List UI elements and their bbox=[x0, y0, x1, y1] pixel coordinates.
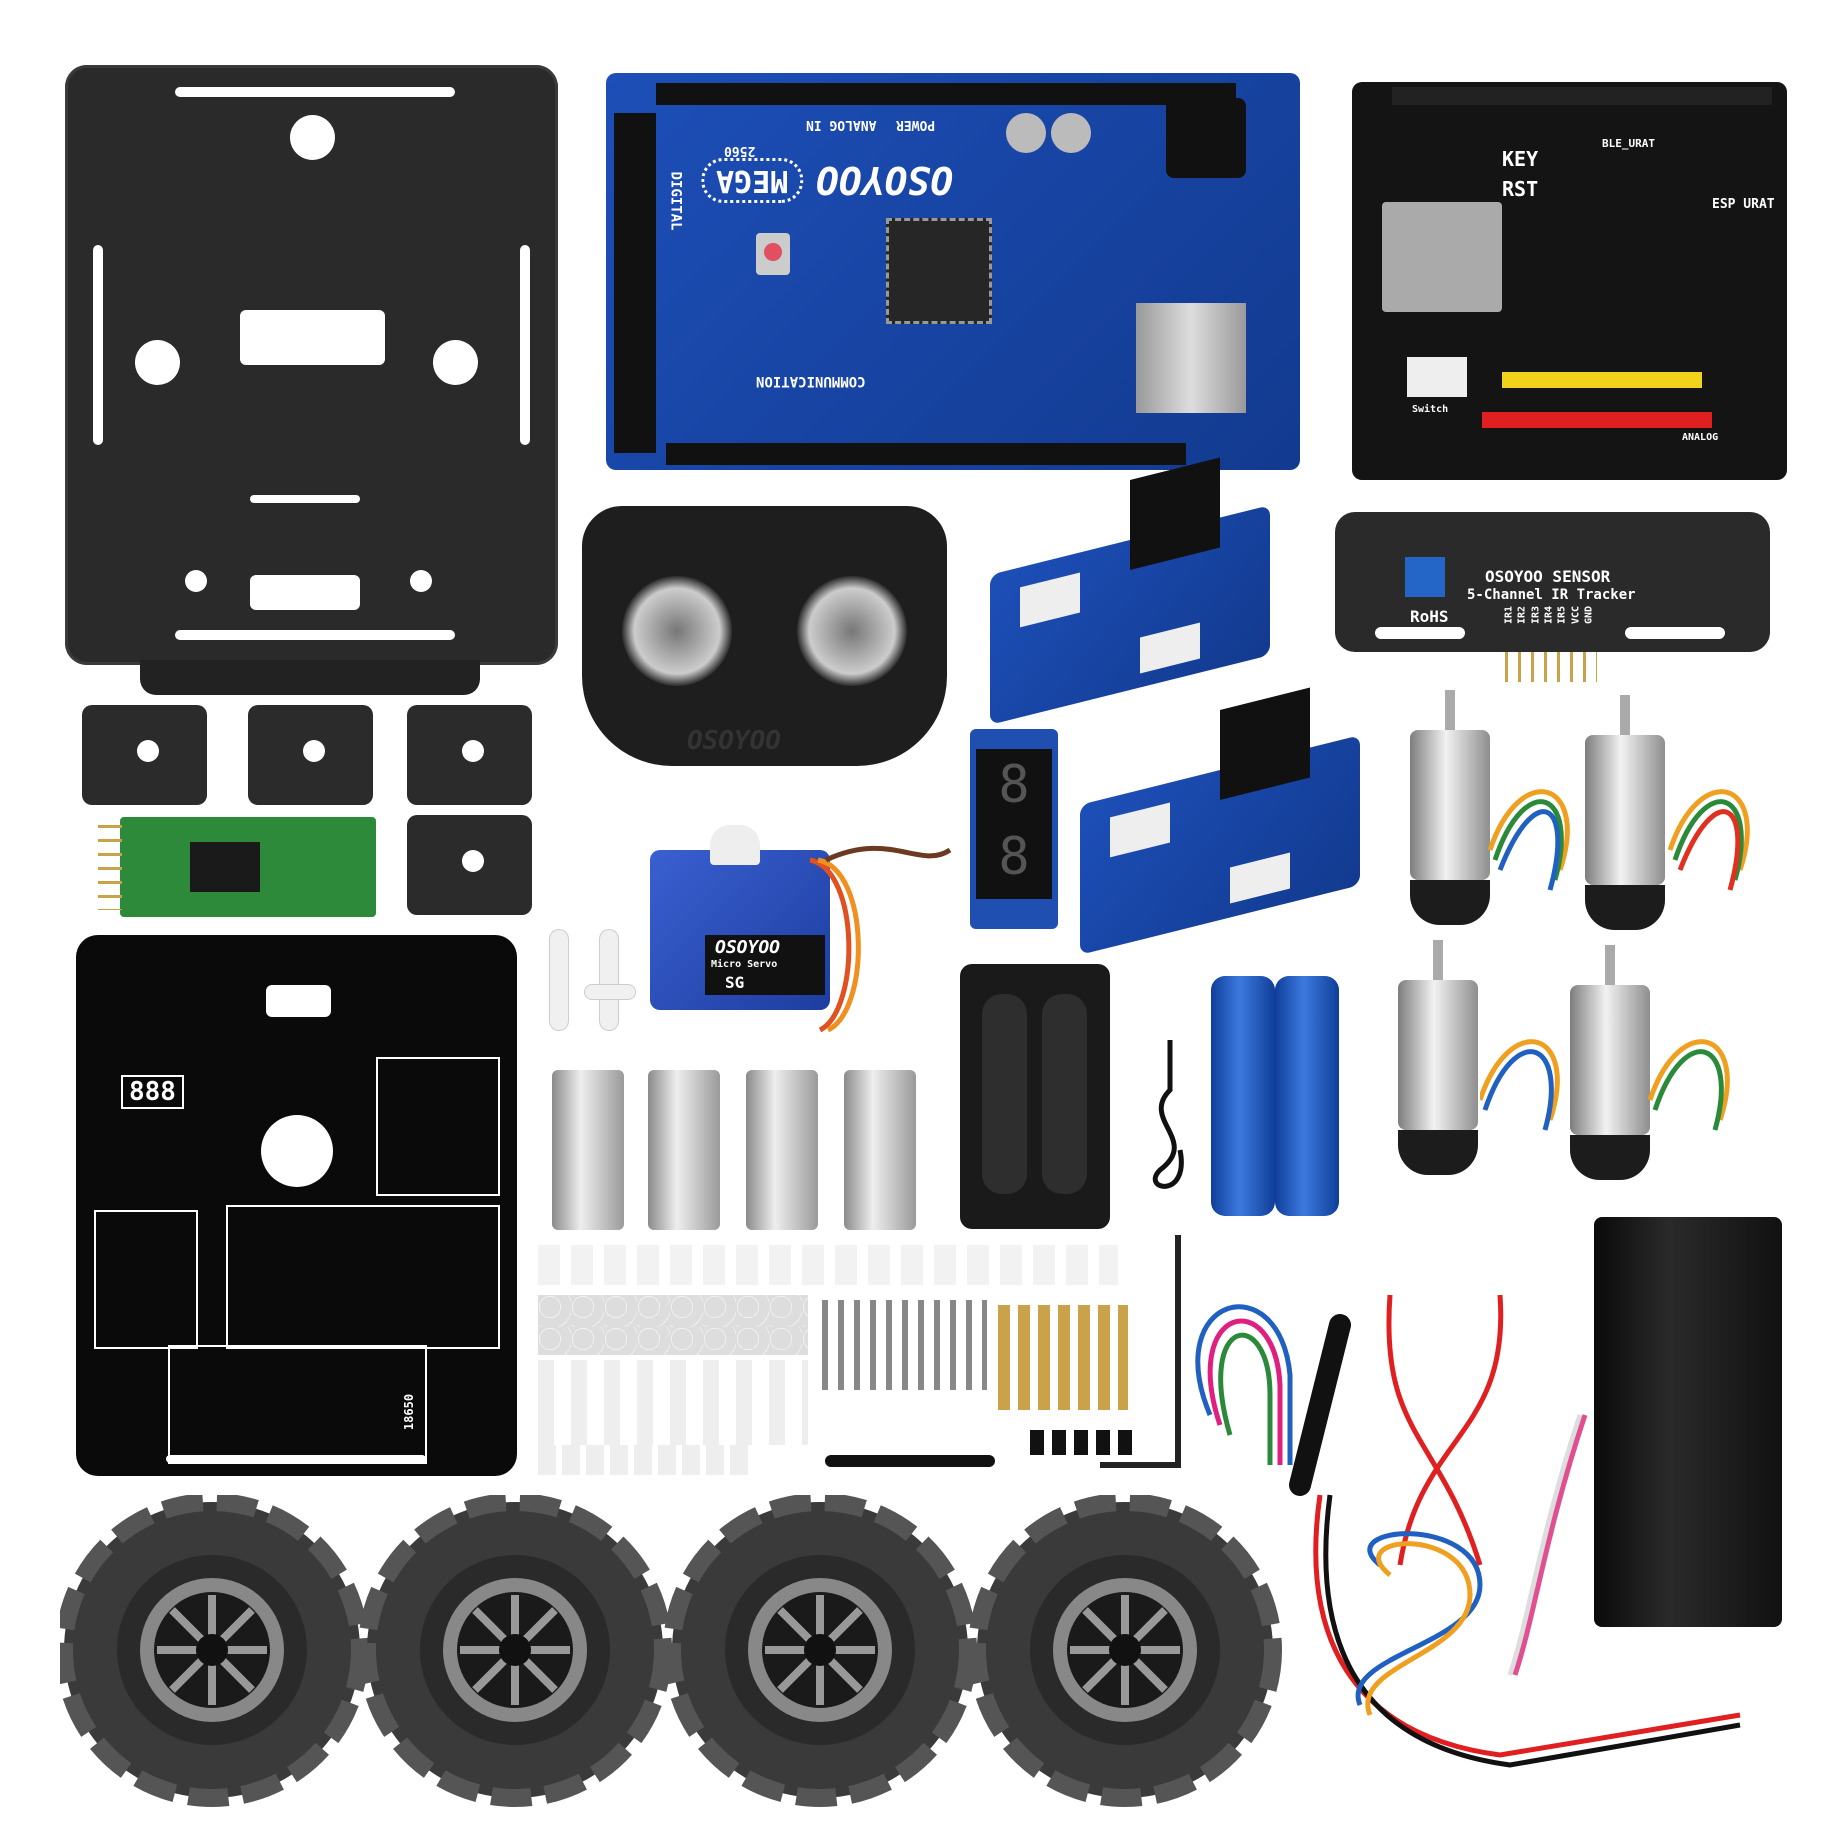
tracker-pin-label: IR3 bbox=[1530, 605, 1542, 625]
tracker-title: OSOYOO SENSOR bbox=[1485, 567, 1611, 586]
tracker-pins bbox=[1505, 652, 1597, 682]
18650-battery bbox=[1211, 976, 1275, 1216]
allen-key bbox=[1100, 1235, 1181, 1468]
motor-bracket bbox=[407, 705, 532, 805]
ultrasonic-brand-label: OSOYOO bbox=[687, 726, 781, 756]
tracker-pin-label: GND bbox=[1583, 605, 1595, 625]
gear-motor bbox=[1585, 695, 1665, 945]
motor-wires bbox=[1480, 789, 1750, 1131]
mecanum-wheels bbox=[60, 1495, 1290, 1815]
tracker-subtitle: 5-Channel IR Tracker bbox=[1467, 587, 1636, 603]
gear-motor bbox=[1410, 690, 1490, 940]
tracker-pin-label: IR5 bbox=[1556, 605, 1568, 625]
18650-battery bbox=[1275, 976, 1339, 1216]
bluetooth-pins bbox=[98, 825, 122, 910]
tracker-pin-label: IR2 bbox=[1516, 605, 1528, 625]
mega-analog-label: ANALOG IN bbox=[806, 117, 877, 132]
servo-model-label: SG bbox=[725, 973, 745, 992]
mega-brand-label: OSOYOO bbox=[816, 158, 954, 202]
nylon-standoffs bbox=[538, 1245, 1118, 1285]
hex-coupler bbox=[844, 1070, 916, 1230]
shield-analog-label: ANALOG bbox=[1682, 432, 1719, 443]
tracker-pin-labels: IR1 IR2 IR3 IR4 IR5 VCC GND bbox=[1503, 598, 1595, 632]
shield-switch-label: Switch bbox=[1412, 404, 1449, 415]
mega-board: OSOYOO MEGA 2560 DIGITAL COMMUNICATION A… bbox=[606, 73, 1300, 470]
tracker-pin-label: VCC bbox=[1570, 605, 1582, 625]
plate-display-label: 888 bbox=[121, 1075, 184, 1109]
bottom-chassis-plate: 888 18650 bbox=[76, 935, 517, 1476]
set-screws bbox=[1030, 1430, 1140, 1455]
esp-shield-board: KEY RST BLE_URAT ESP URAT Switch ANALOG bbox=[1352, 82, 1787, 480]
reset-button bbox=[756, 233, 790, 275]
tracker-pin-label: IR4 bbox=[1543, 605, 1555, 625]
plate-base bbox=[140, 660, 480, 695]
ir-tracker-board: OSOYOO SENSOR 5-Channel IR Tracker RoHS … bbox=[1335, 512, 1770, 652]
motor-driver-board bbox=[990, 457, 1270, 725]
micro-servo: OSOYOO Micro Servo SG bbox=[650, 825, 830, 1010]
screws bbox=[822, 1300, 987, 1390]
plate-battery-label: 18650 bbox=[402, 1393, 417, 1431]
motor-bracket bbox=[407, 815, 532, 915]
mega-digital-label: DIGITAL bbox=[667, 171, 684, 231]
dc-jack bbox=[1166, 98, 1246, 178]
motor-driver-board bbox=[1080, 687, 1360, 955]
brass-standoffs bbox=[998, 1305, 1128, 1410]
servo-label: Micro Servo bbox=[711, 959, 778, 970]
bluetooth-module bbox=[120, 817, 376, 917]
mega-power-label: POWER bbox=[896, 117, 936, 132]
servo-brand-label: OSOYOO bbox=[715, 937, 781, 958]
usb-cable bbox=[1152, 1040, 1184, 1189]
gear-motor bbox=[1570, 945, 1650, 1195]
shield-ble-label: BLE_URAT bbox=[1602, 137, 1655, 150]
tracker-rohs: RoHS bbox=[1410, 607, 1449, 626]
mega-chip-label: 2560 bbox=[724, 143, 756, 158]
washers bbox=[538, 1445, 748, 1475]
motor-bracket bbox=[82, 705, 207, 805]
nuts bbox=[538, 1295, 808, 1355]
battery-box bbox=[1594, 1217, 1782, 1627]
shield-esp-label: ESP URAT bbox=[1712, 197, 1775, 212]
gear-motor bbox=[1398, 940, 1478, 1190]
esp-module bbox=[1382, 202, 1502, 312]
hex-coupler bbox=[648, 1070, 720, 1230]
screwdriver bbox=[825, 1455, 995, 1467]
mecanum-wheel bbox=[977, 1502, 1273, 1798]
servo-horns bbox=[545, 930, 645, 1040]
shield-rst-label: RST bbox=[1502, 177, 1539, 201]
mega-model-label: MEGA bbox=[701, 158, 804, 203]
nylon-screws bbox=[538, 1360, 808, 1445]
motor-bracket bbox=[248, 705, 373, 805]
ultrasonic-sensor-holder: OSOYOO bbox=[582, 506, 947, 766]
hex-coupler bbox=[746, 1070, 818, 1230]
battery-charger bbox=[960, 964, 1110, 1229]
shield-key-label: KEY bbox=[1502, 147, 1539, 171]
servo-wire bbox=[809, 845, 952, 1033]
mega-comm-label: COMMUNICATION bbox=[756, 373, 866, 389]
tracker-pin-label: IR1 bbox=[1503, 605, 1515, 625]
usb-port bbox=[1136, 303, 1246, 413]
mecanum-wheel bbox=[672, 1502, 968, 1798]
top-chassis-plate bbox=[65, 65, 558, 665]
mecanum-wheel bbox=[367, 1502, 663, 1798]
cables bbox=[1195, 1294, 1741, 1768]
mecanum-wheel bbox=[64, 1502, 360, 1798]
hex-coupler bbox=[552, 1070, 624, 1230]
